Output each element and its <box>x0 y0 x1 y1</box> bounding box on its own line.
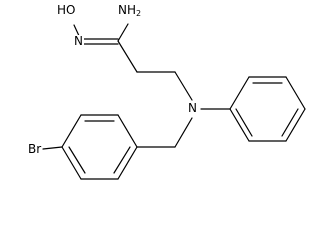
tertiary-nitrogen-label: N <box>187 101 198 115</box>
bond-n-benzyl <box>174 117 193 148</box>
bromine-label: Br <box>27 142 43 156</box>
oxime-nitrogen-label: N <box>73 34 84 48</box>
skeletal-formula <box>42 23 306 180</box>
bond-ch2-n <box>174 71 193 101</box>
phenyl-ring <box>200 76 306 142</box>
bond-set <box>42 23 306 180</box>
amine-text: NH <box>118 3 136 17</box>
bond-c-ch2 <box>117 40 138 73</box>
amine-subscript: 2 <box>136 9 142 18</box>
hydroxy-label: HO <box>56 3 77 17</box>
bond-c-br <box>42 146 63 150</box>
bond-c-nh2 <box>117 23 129 42</box>
amine-label: NH2 <box>117 3 143 18</box>
bromophenyl-ring <box>61 114 138 180</box>
